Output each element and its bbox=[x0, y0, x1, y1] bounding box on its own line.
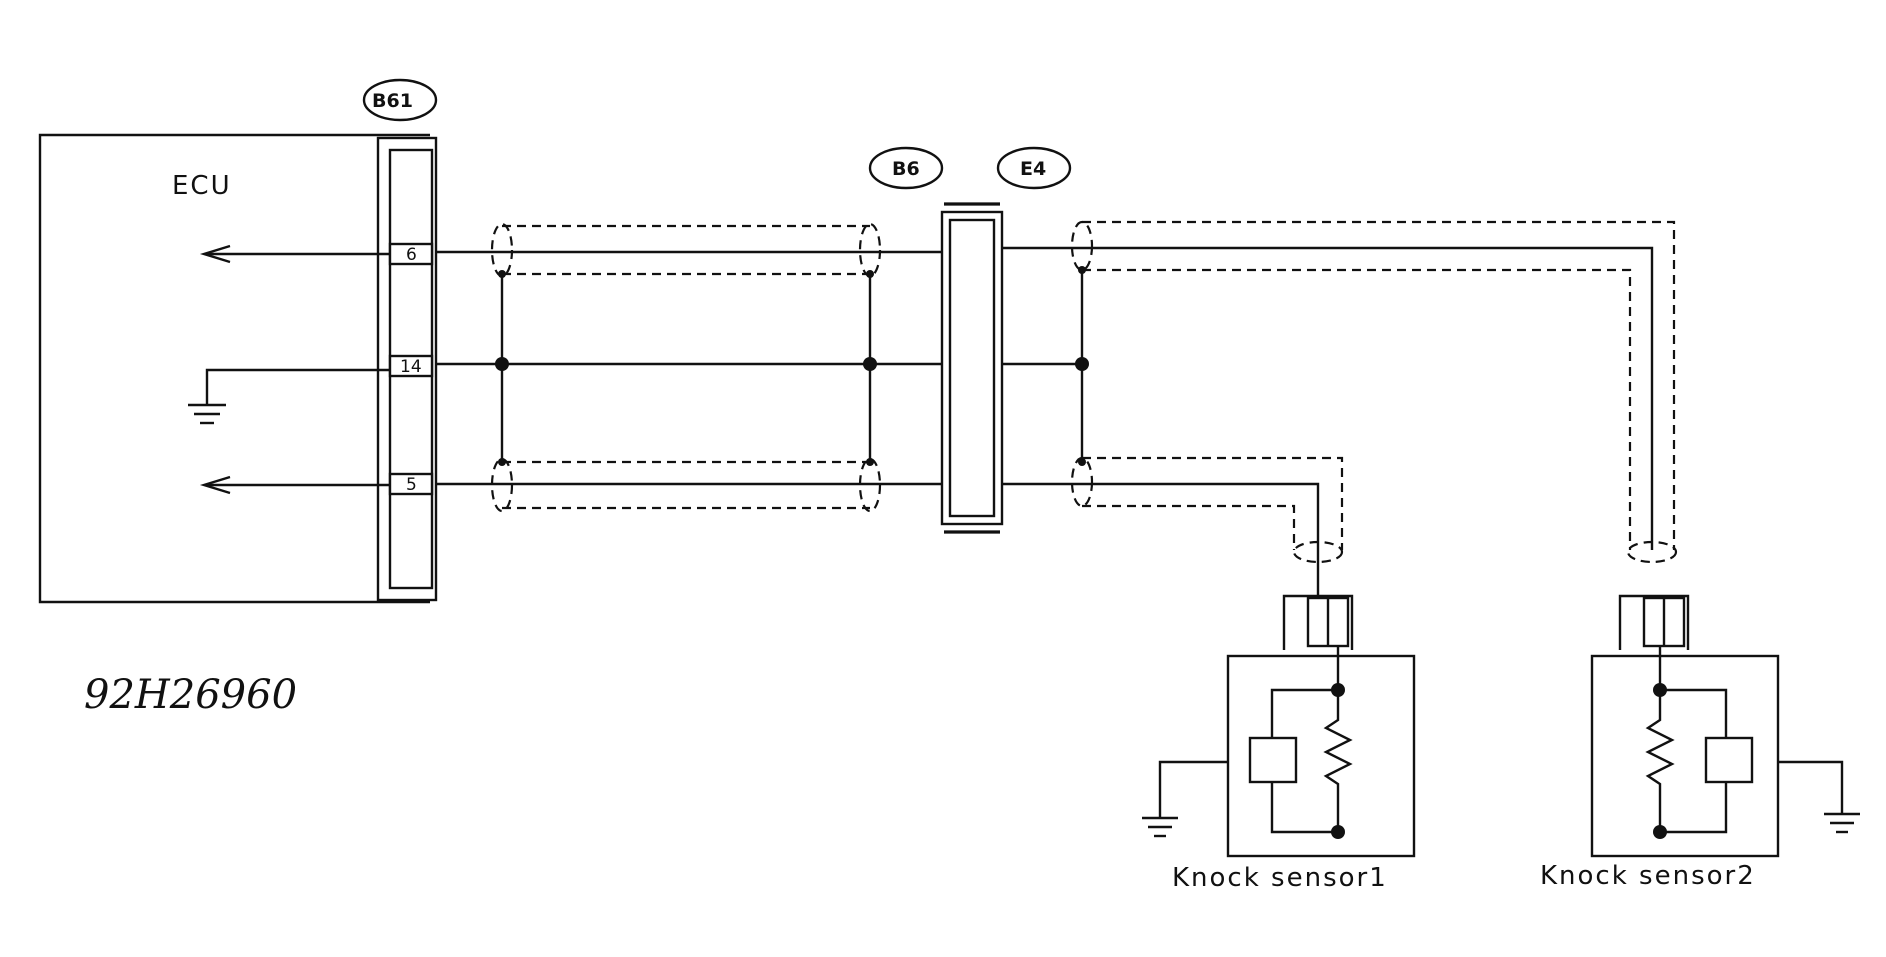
b61-tag-label: B61 bbox=[372, 90, 413, 112]
e4-tag-ellipse bbox=[996, 146, 1072, 190]
b61-tag-ellipse bbox=[362, 78, 438, 122]
ecu-block: ECU bbox=[38, 133, 430, 604]
e4-tag-label: E4 bbox=[1020, 158, 1046, 180]
sensor1-ground-wire bbox=[1158, 760, 1228, 818]
harness-b61-b6 bbox=[436, 222, 944, 513]
ecu-ground-icon bbox=[188, 368, 390, 425]
ecu-input-arrows bbox=[199, 244, 390, 495]
b6-tag-ellipse bbox=[868, 146, 944, 190]
sensor2-label: Knock sensor2 bbox=[1540, 861, 1756, 891]
figure-code: 92H26960 bbox=[84, 672, 297, 718]
ecu-label: ECU bbox=[172, 171, 232, 201]
sensor1-ground-icon bbox=[1142, 816, 1178, 838]
connector-b61: 6 14 5 B61 bbox=[362, 78, 438, 602]
harness-e4-sensors bbox=[1002, 220, 1678, 600]
pin-6-label: 6 bbox=[406, 245, 417, 265]
knock-sensor-2: Knock sensor2 bbox=[1540, 594, 1860, 891]
knock-sensor-1: Knock sensor1 bbox=[1142, 594, 1416, 893]
pin-5-label: 5 bbox=[406, 475, 417, 495]
connector-b6-e4: B6 E4 bbox=[868, 146, 1072, 534]
sensor2-ground-icon bbox=[1824, 812, 1860, 834]
sensor1-label: Knock sensor1 bbox=[1172, 863, 1388, 893]
b6-tag-label: B6 bbox=[892, 158, 920, 180]
pin-14-label: 14 bbox=[400, 357, 422, 377]
sensor2-ground-wire bbox=[1778, 760, 1844, 814]
